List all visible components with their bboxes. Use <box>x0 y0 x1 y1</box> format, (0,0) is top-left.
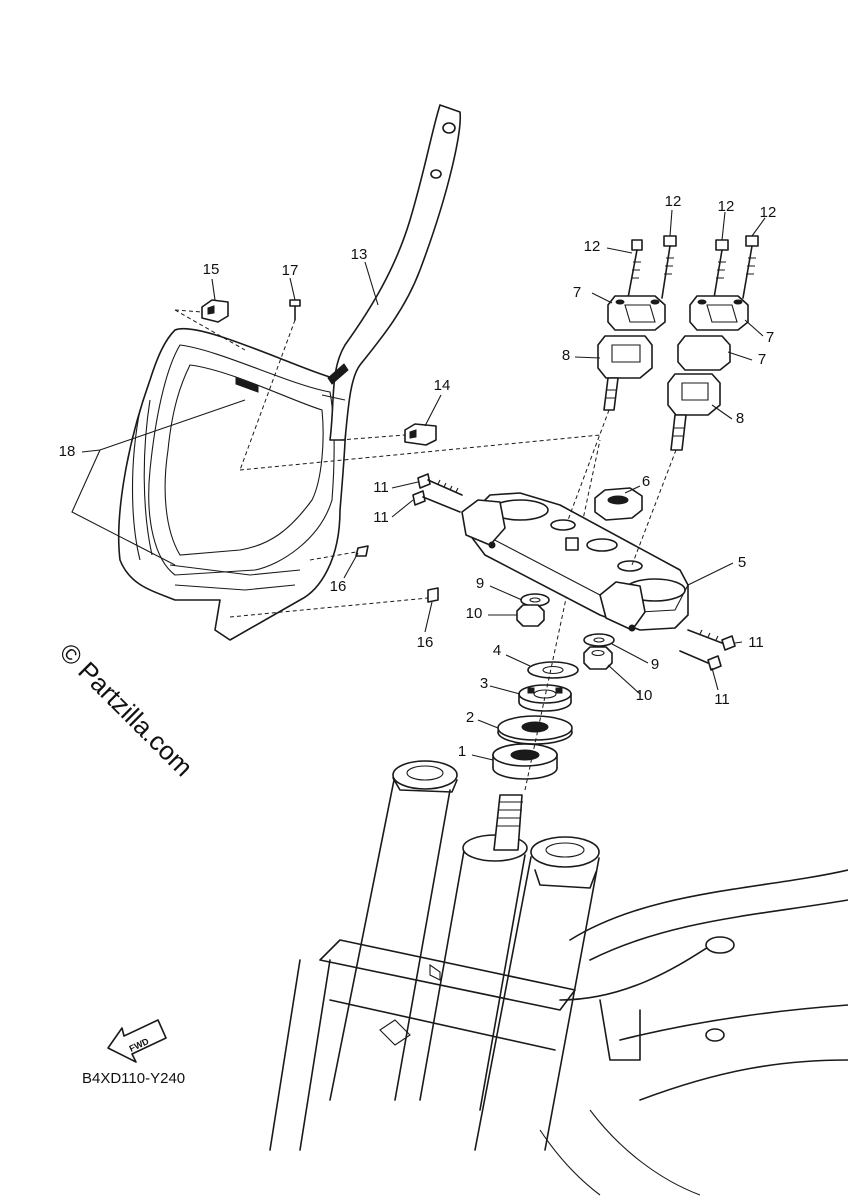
fwd-arrow-icon: FWD <box>107 1019 167 1063</box>
callout-4: 4 <box>493 642 501 659</box>
callout-12c: 12 <box>718 198 735 215</box>
callout-17: 17 <box>282 262 299 279</box>
callout-3: 3 <box>480 675 488 692</box>
callout-16a: 16 <box>330 578 347 595</box>
watermark-text: © Partzilla.com <box>54 637 199 782</box>
callout-13: 13 <box>351 246 368 263</box>
callout-8b: 8 <box>736 410 744 427</box>
bearing-stack <box>492 439 601 791</box>
callout-11d: 11 <box>714 691 730 708</box>
callout-11a: 11 <box>373 479 389 496</box>
callout-7a: 7 <box>573 284 581 301</box>
callout-11b: 11 <box>373 509 389 526</box>
washers-and-nuts <box>516 593 615 670</box>
callout-1: 1 <box>458 743 466 760</box>
callout-18: 18 <box>59 443 76 460</box>
callout-5: 5 <box>738 554 746 571</box>
callout-15: 15 <box>203 261 220 278</box>
reference-code: B4XD110-Y240 <box>82 1070 185 1087</box>
plate-fasteners <box>174 299 601 618</box>
callout-12b: 12 <box>665 193 682 210</box>
callout-9a: 9 <box>476 575 484 592</box>
frame-and-forks <box>269 760 848 1196</box>
callout-12a: 12 <box>584 238 601 255</box>
callout-7c: 7 <box>758 351 766 368</box>
clamp-bolts <box>412 473 736 671</box>
callout-16b: 16 <box>417 634 434 651</box>
number-plate <box>117 327 347 641</box>
callout-8a: 8 <box>562 347 570 364</box>
upper-bracket <box>461 492 689 632</box>
callout-labels: 1 2 3 4 5 6 7 7 7 8 8 9 9 10 10 11 11 11… <box>59 193 777 760</box>
callout-10b: 10 <box>636 687 653 704</box>
steering-nut <box>594 487 643 521</box>
plate-bracket <box>321 104 462 441</box>
handlebar-holders <box>567 235 759 566</box>
callout-9b: 9 <box>651 656 659 673</box>
callout-7b: 7 <box>766 329 774 346</box>
callout-11c: 11 <box>748 634 764 651</box>
callout-12d: 12 <box>760 204 777 221</box>
callout-14: 14 <box>434 377 451 394</box>
leader-lines <box>71 209 766 761</box>
callout-6: 6 <box>642 473 650 490</box>
callout-2: 2 <box>466 709 474 726</box>
callout-10a: 10 <box>466 605 483 622</box>
